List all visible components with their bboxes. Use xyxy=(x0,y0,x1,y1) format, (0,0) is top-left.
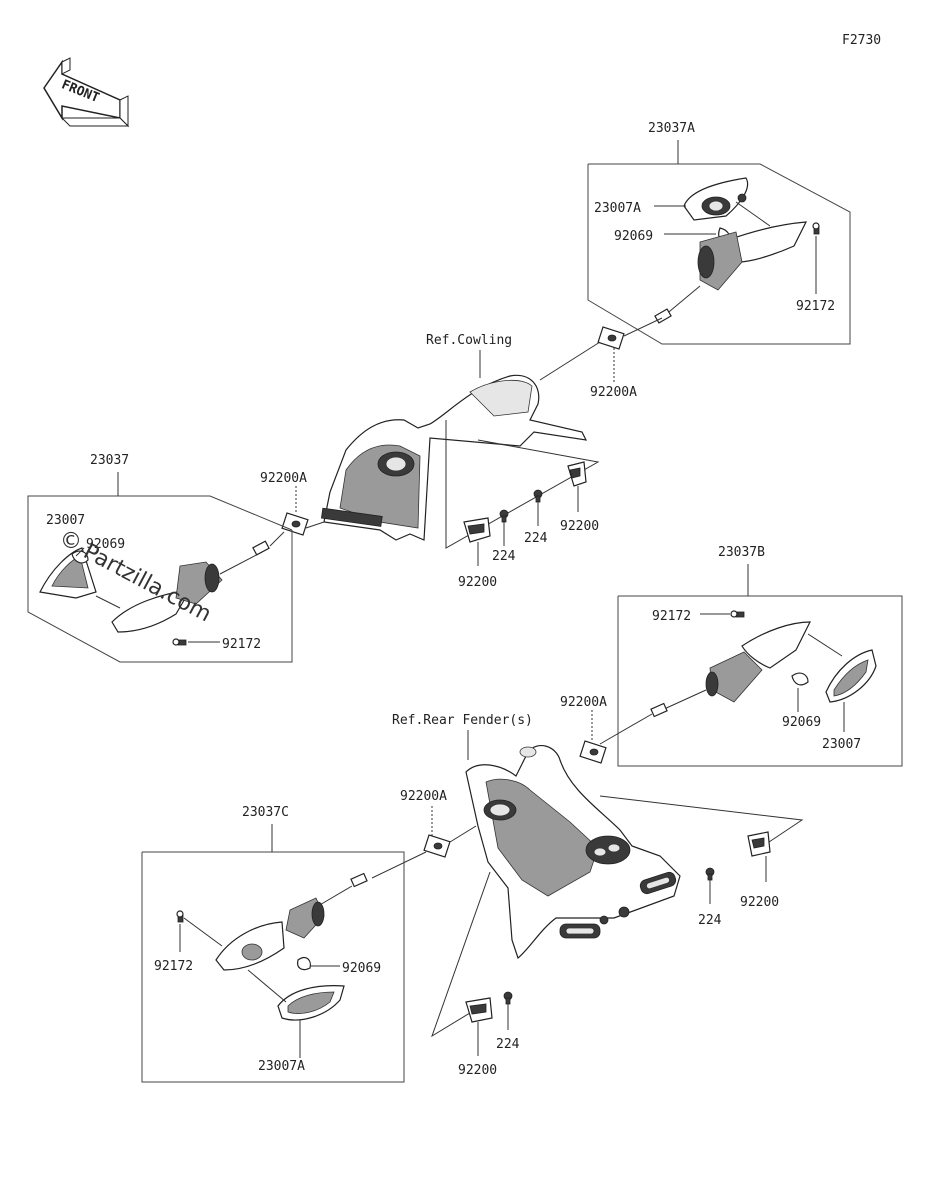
bracket-icon xyxy=(465,997,493,1023)
callout-bolt-fender-right: 224 xyxy=(698,913,722,928)
assembly-label: 23037B xyxy=(718,545,765,560)
assembly-23037: 23037 23007 92069 92172 © Partzilla.com xyxy=(27,453,293,663)
callout-screw: 92172 xyxy=(796,299,835,314)
bolt-icon xyxy=(499,509,509,523)
bolt-icon xyxy=(533,489,543,503)
assembly-label: 23037C xyxy=(242,805,289,820)
front-arrow-icon: FRONT xyxy=(43,57,130,128)
callout-grommet-rear-right: 92200A xyxy=(560,695,607,710)
callout-grommet-front-right: 92200A xyxy=(590,385,637,400)
callout-bracket-cowl-right: 92200 xyxy=(560,519,599,534)
callout-lens: 23007 xyxy=(46,513,85,528)
callout-grommet-rear-left: 92200A xyxy=(400,789,447,804)
assembly-label: 23037A xyxy=(648,121,695,136)
callout-bulb: 92069 xyxy=(614,229,653,244)
callout-bolt-cowl-right: 224 xyxy=(524,531,548,546)
assembly-23037b: 23037B 92172 92069 23007 92200A xyxy=(560,545,903,767)
callout-bulb: 92069 xyxy=(86,537,125,552)
screw-icon xyxy=(730,610,745,618)
callout-bulb: 92069 xyxy=(782,715,821,730)
callout-bulb: 92069 xyxy=(342,961,381,976)
callout-bolt-cowl-left: 224 xyxy=(492,549,516,564)
ref-cowling-label: Ref.Cowling xyxy=(426,333,512,348)
callout-bolt-fender-lower: 224 xyxy=(496,1037,520,1052)
ref-rear-fender-label: Ref.Rear Fender(s) xyxy=(392,713,533,728)
figure-code: F2730 xyxy=(842,33,881,48)
bolt-icon xyxy=(705,867,715,881)
assembly-23037c: 23037C 92172 92069 23007A xyxy=(141,805,427,1083)
watermark-symbol: © xyxy=(60,529,82,554)
bracket-icon xyxy=(463,517,491,543)
housing-icon xyxy=(727,221,808,263)
screw-icon xyxy=(172,638,187,646)
bulb-icon xyxy=(791,672,809,686)
callout-lens: 23007A xyxy=(594,201,641,216)
assembly-label: 23037 xyxy=(90,453,129,468)
callout-screw: 92172 xyxy=(154,959,193,974)
screw-icon xyxy=(176,910,184,923)
assembly-23037a: 23037A 23007A 92069 92172 xyxy=(587,121,851,345)
grommet-icon xyxy=(597,326,625,350)
callout-lens: 23007 xyxy=(822,737,861,752)
bulb-icon xyxy=(71,550,89,564)
callout-bracket-cowl-left: 92200 xyxy=(458,575,497,590)
callout-screw: 92172 xyxy=(222,637,261,652)
callout-bracket-fender-lower: 92200 xyxy=(458,1063,497,1078)
callout-lens: 23007A xyxy=(258,1059,305,1074)
callout-screw: 92172 xyxy=(652,609,691,624)
grommet-icon xyxy=(579,740,607,764)
bulb-icon xyxy=(297,956,311,971)
rear-fender-reference: Ref.Rear Fender(s) 92200 224 xyxy=(392,713,804,1078)
bracket-icon xyxy=(567,461,587,487)
bracket-icon xyxy=(747,831,771,857)
screw-icon xyxy=(812,222,820,235)
grommet-icon xyxy=(281,512,309,536)
bolt-icon xyxy=(503,991,513,1005)
callout-bracket-fender-right: 92200 xyxy=(740,895,779,910)
callout-grommet-front-left: 92200A xyxy=(260,471,307,486)
housing-icon xyxy=(741,621,811,669)
cowling-reference: Ref.Cowling 92200A 92200 224 xyxy=(260,317,663,590)
grommet-icon xyxy=(423,834,451,858)
